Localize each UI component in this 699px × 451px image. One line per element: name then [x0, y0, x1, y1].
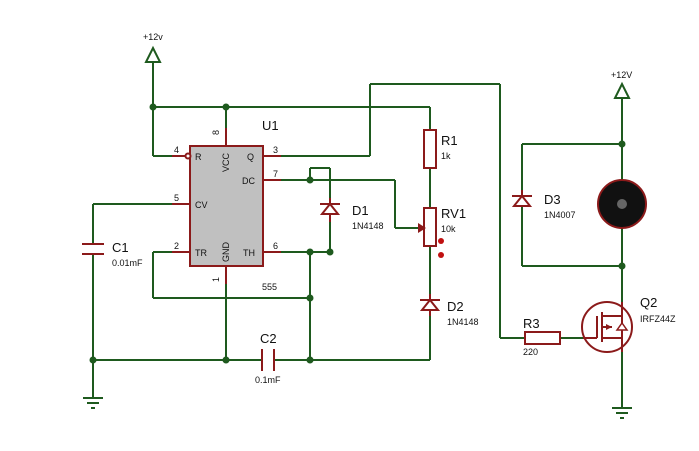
u1-value: 555 [262, 282, 277, 292]
r1-ref: R1 [441, 133, 458, 148]
c2-ref: C2 [260, 331, 277, 346]
mosfet-q2: Q2 IRFZ44Z [581, 295, 676, 353]
junction-dot [306, 248, 314, 256]
junction-dot [326, 248, 334, 256]
pin-number-1: 1 [211, 277, 221, 282]
c2-value: 0.1mF [255, 375, 281, 385]
wires [92, 62, 623, 408]
pin-name-vcc: VCC [221, 152, 231, 172]
c1-value: 0.01mF [112, 258, 143, 268]
pin-name-th: TH [243, 248, 255, 258]
d3-value: 1N4007 [544, 210, 576, 220]
capacitor-c2: C2 0.1mF [255, 331, 281, 385]
potentiometer-rv1: RV1 10k [418, 206, 466, 258]
junction-dot [149, 103, 157, 111]
resistor-r3: R3 220 [523, 316, 561, 357]
c1-ref: C1 [112, 240, 129, 255]
diode-d1: D1 1N4148 [319, 198, 384, 231]
power-symbol-left: +12v [143, 32, 163, 63]
ground-symbol-right [612, 407, 632, 419]
motor [597, 179, 647, 229]
pin-name-cv: CV [195, 200, 208, 210]
rv1-ref: RV1 [441, 206, 466, 221]
pin-number-6: 6 [273, 241, 278, 251]
u1-555-timer: U1 555 R VCC Q DC CV TR GND TH 4 8 3 7 5… [172, 118, 281, 292]
r3-value: 220 [523, 347, 538, 357]
pin-name-r: R [195, 152, 202, 162]
r1-value: 1k [441, 151, 451, 161]
pin-number-8: 8 [211, 130, 221, 135]
power-label-right: +12V [611, 70, 632, 80]
power-symbol-right: +12V [611, 70, 632, 99]
q2-ref: Q2 [640, 295, 657, 310]
pin-number-7: 7 [273, 169, 278, 179]
pin-number-4: 4 [174, 145, 179, 155]
resistor-r1: R1 1k [423, 129, 458, 169]
d2-value: 1N4148 [447, 317, 479, 327]
power-label-left: +12v [143, 32, 163, 42]
r3-ref: R3 [523, 316, 540, 331]
pin-number-3: 3 [273, 145, 278, 155]
junction-dot [222, 103, 230, 111]
q2-value: IRFZ44Z [640, 314, 676, 324]
u1-ref: U1 [262, 118, 279, 133]
pin-name-tr: TR [195, 248, 207, 258]
junction-dot [222, 356, 230, 364]
pin-name-gnd: GND [221, 242, 231, 263]
junction-dot [618, 140, 626, 148]
pin-name-dc: DC [242, 176, 255, 186]
ground-symbol-left [83, 397, 103, 409]
rv1-indicator-dot [438, 252, 444, 258]
pin-number-5: 5 [174, 193, 179, 203]
d2-ref: D2 [447, 299, 464, 314]
d1-value: 1N4148 [352, 221, 384, 231]
junction-dot [306, 176, 314, 184]
diode-d2: D2 1N4148 [419, 294, 479, 327]
rv1-indicator-dot [438, 238, 444, 244]
junction-dot [89, 356, 97, 364]
d3-ref: D3 [544, 192, 561, 207]
junction-dot [306, 294, 314, 302]
pin-number-2: 2 [174, 241, 179, 251]
rv1-value: 10k [441, 224, 456, 234]
junction-dot [618, 262, 626, 270]
junction-dot [306, 356, 314, 364]
diode-d3: D3 1N4007 [511, 190, 576, 220]
d1-ref: D1 [352, 203, 369, 218]
junction-dots [89, 103, 626, 364]
capacitor-c1: C1 0.01mF [82, 240, 143, 268]
pin-name-q: Q [247, 152, 254, 162]
